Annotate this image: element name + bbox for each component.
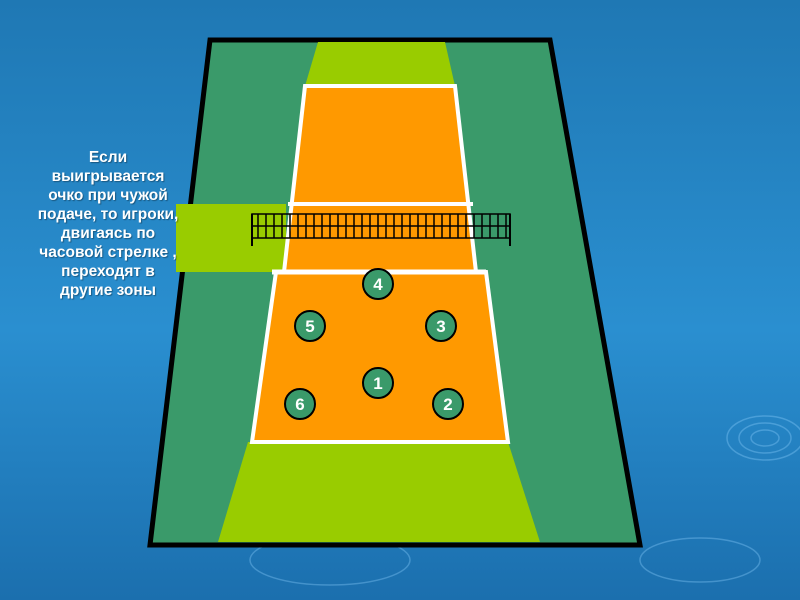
player-circle [425, 310, 457, 342]
player-circle [294, 310, 326, 342]
player-circle [362, 367, 394, 399]
zone-number: 5 [305, 317, 314, 336]
zone-number: 1 [373, 374, 382, 393]
free-zone-near [218, 442, 540, 542]
zone-number: 6 [295, 395, 304, 414]
player-circle [432, 388, 464, 420]
volleyball-net [251, 213, 511, 246]
free-zone-far [305, 42, 455, 86]
player-zone-4: 4 [362, 268, 394, 300]
rotation-rule-caption: Если выигрывается очко при чужой подаче,… [37, 149, 179, 299]
player-zone-1: 1 [362, 367, 394, 399]
player-zone-5: 5 [294, 310, 326, 342]
player-circle [362, 268, 394, 300]
court-far-half [281, 84, 479, 274]
zone-number: 2 [443, 395, 452, 414]
zone-number: 3 [436, 317, 445, 336]
player-zone-3: 3 [425, 310, 457, 342]
player-zone-2: 2 [432, 388, 464, 420]
player-zone-6: 6 [284, 388, 316, 420]
zone-number: 4 [373, 275, 383, 294]
player-circle [284, 388, 316, 420]
